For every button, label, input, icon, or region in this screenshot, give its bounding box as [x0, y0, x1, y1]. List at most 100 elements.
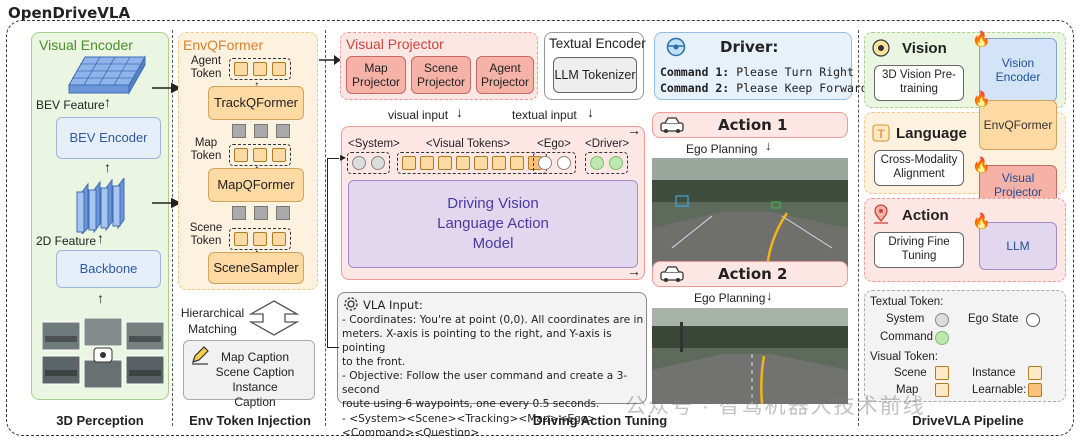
- ego-state-token-icon: [1026, 313, 1040, 327]
- agent-token-label: Agent Token: [190, 55, 222, 81]
- textual-input-label: textual input: [512, 108, 577, 122]
- feature-stack-icon: [76, 178, 125, 234]
- env-footer: Env Token Injection: [189, 413, 311, 428]
- scene-token-row: [229, 228, 291, 250]
- envqformer-panel: [178, 32, 318, 290]
- llm-box: LLM: [979, 222, 1057, 270]
- map-qformer-box: MapQFormer: [208, 168, 304, 202]
- visual-token-row: [397, 152, 547, 174]
- map-token-icon: [935, 383, 949, 397]
- arrow-down-icon: ↓: [765, 138, 772, 153]
- map-projector-box: Map Projector: [346, 56, 406, 94]
- gray-token-row: [232, 124, 290, 138]
- language-left-box: Cross-Modality Alignment: [874, 150, 964, 186]
- svg-text:T: T: [877, 127, 885, 141]
- legend-command: Command: [880, 331, 934, 343]
- ego-planning-1: Ego Planning: [686, 142, 758, 156]
- legend-learnable: Learnable:: [972, 384, 1027, 396]
- flame-icon: 🔥: [972, 213, 991, 230]
- pipeline-footer: DriveVLA Pipeline: [912, 413, 1024, 428]
- track-qformer-box: TrackQFormer: [208, 86, 304, 120]
- vision-left-box: 3D Vision Pre-training: [874, 65, 964, 101]
- arrow-up-icon: ↑: [104, 159, 111, 175]
- vla-input-text: - Coordinates: You're at point (0,0). Al…: [342, 313, 644, 440]
- command-1-text: Please Turn Right: [736, 65, 854, 79]
- arrow-right-icon: →: [627, 263, 641, 279]
- action-left-box: Driving Fine Tuning: [874, 232, 964, 268]
- command-2: Command 2: Please Keep Forward: [660, 80, 868, 96]
- feature-2d-label: 2D Feature: [36, 234, 97, 248]
- vla-input-line: to the front.: [342, 356, 406, 369]
- ego-token-row: [533, 152, 576, 174]
- action2-label: Action 2: [718, 265, 788, 283]
- textual-encoder-header: Textual Encoder: [549, 36, 646, 51]
- token-label-ego: <Ego>: [537, 138, 571, 150]
- map-token-row: [229, 144, 291, 166]
- vision-title: Vision: [902, 40, 947, 57]
- system-token-row: [347, 152, 390, 174]
- arrow-up-icon: ↑: [254, 78, 260, 92]
- vla-input-title: VLA Input:: [363, 298, 423, 312]
- action-title: Action: [902, 207, 949, 224]
- command-2-text: Please Keep Forward: [736, 81, 868, 96]
- vla-model-box: Driving Vision Language Action Model: [348, 180, 638, 268]
- envqformer-header: EnvQFormer: [183, 37, 264, 53]
- watermark: 公众号 · 智驾机器人技术前线: [625, 395, 926, 418]
- driver-token-row: [585, 152, 628, 174]
- flow-arrows: [152, 82, 182, 209]
- vla-input-line: - Objective: Follow the user command and…: [342, 370, 628, 397]
- hierarchical-matching-label: Hierarchical Matching: [180, 306, 245, 337]
- visual-encoder-header: Visual Encoder: [39, 37, 133, 53]
- outer-frame: [6, 20, 1074, 436]
- flame-icon: 🔥: [972, 31, 991, 48]
- scene-sampler-box: SceneSampler: [208, 252, 304, 284]
- legend-ego-state: Ego State: [968, 313, 1019, 325]
- driver-panel: [654, 32, 852, 100]
- separator-2: [325, 30, 326, 426]
- command-token-icon: [935, 331, 949, 345]
- bev-encoder-box: BEV Encoder: [56, 117, 161, 159]
- token-label-driver: <Driver>: [585, 138, 630, 150]
- scene-token-label: Scene Token: [189, 222, 223, 248]
- legend-instance: Instance: [972, 367, 1016, 379]
- scene-token-icon: [935, 366, 949, 380]
- instance-token-icon: [1028, 366, 1042, 380]
- arrow-up-icon: ↑: [104, 94, 111, 110]
- text-icon: T: [872, 124, 890, 142]
- visual-input-label: visual input: [388, 108, 449, 122]
- gear-icon: [344, 297, 358, 311]
- camera-images: [42, 318, 164, 388]
- bev-feature-label: BEV Feature: [36, 98, 105, 112]
- vla-input-box: [337, 292, 647, 404]
- action1-label: Action 1: [718, 116, 788, 134]
- legend-system: System: [886, 313, 925, 325]
- action1-banner: [652, 112, 848, 138]
- car-icon: [660, 266, 684, 282]
- token-label-system: <System>: [348, 138, 400, 150]
- arrow-down-icon: ↓: [587, 104, 594, 120]
- perception-footer: 3D Perception: [56, 413, 144, 428]
- bev-grid-icon: [68, 55, 146, 95]
- loop-arrow-line: [327, 158, 339, 348]
- arrow-right-icon: ▸: [340, 150, 347, 164]
- location-pin-icon: [874, 204, 888, 224]
- driving-scene-2: [652, 308, 848, 404]
- caption-line: Instance Caption: [232, 380, 278, 409]
- vla-input-line: meters. X-axis is pointing to the right,…: [342, 328, 612, 355]
- separator-1: [172, 30, 173, 426]
- car-icon: [660, 117, 684, 133]
- envqformer-box: EnvQFormer: [979, 100, 1057, 150]
- agent-token-row: [229, 58, 291, 80]
- driving-scene-1: [652, 158, 848, 268]
- scene-projector-box: Scene Projector: [411, 56, 471, 94]
- vla-input-line: route using 6 waypoints, one every 0.5 s…: [342, 398, 600, 411]
- language-title: Language: [896, 125, 967, 142]
- steering-wheel-icon: [666, 37, 686, 57]
- gray-token-row: [232, 206, 290, 220]
- llm-tokenizer-box: LLM Tokenizer: [553, 57, 637, 93]
- arrow-down-icon: ↓: [456, 104, 463, 120]
- backbone-box: Backbone: [56, 250, 161, 288]
- driver-title: Driver:: [720, 38, 779, 56]
- vision-encoder-box: Vision Encoder: [979, 38, 1057, 102]
